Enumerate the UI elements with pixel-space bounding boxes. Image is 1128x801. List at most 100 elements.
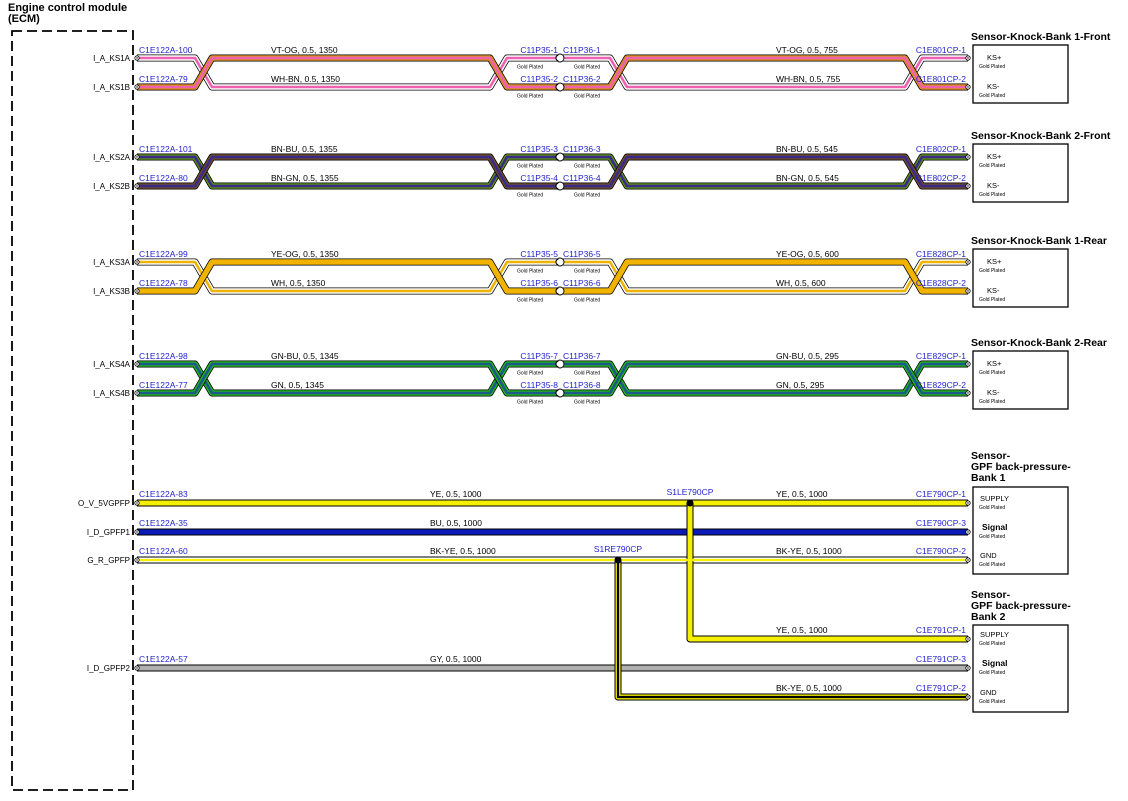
gpf-sensor-2-box	[972, 624, 1069, 713]
ecm-pin-label: G_R_GPFP	[87, 556, 130, 565]
wire-label-left: YE, 0.5, 1000	[430, 489, 482, 499]
gpf-ground-branch-stripe	[616, 560, 968, 699]
sensor-connector-label: C1E790CP-1	[916, 489, 966, 499]
sensor-pin-terminal-dot	[967, 667, 969, 669]
sensor-pin-terminal-dot	[967, 696, 969, 698]
sensor-connector-label: C1E828CP-2	[916, 278, 966, 288]
sensor-connector-label: C1E791CP-2	[916, 683, 966, 693]
gold-plated-label: Gold Plated	[517, 164, 543, 170]
sensor-connector-label: C1E828CP-1	[916, 249, 966, 259]
sensor-connector-label: C1E790CP-2	[916, 546, 966, 556]
inline-connector-mark	[555, 84, 559, 90]
inline-connector-mark	[555, 154, 559, 160]
knock-sensor-title: Sensor-Knock-Bank 1-Rear	[971, 235, 1107, 247]
ecm-box	[11, 30, 134, 791]
sensor-pin-label: SUPPLY	[980, 494, 1009, 503]
ecm-connector-label: C1E122A-99	[139, 249, 188, 259]
ecm-pin-label: I_A_KS1B	[93, 83, 130, 92]
sensor-connector-label: C1E801CP-1	[916, 45, 966, 55]
gold-plated-label: Gold Plated	[517, 371, 543, 377]
inline-connector-left: C11P35-2	[520, 74, 558, 84]
wire-label-right: WH-BN, 0.5, 755	[776, 74, 841, 84]
ecm-connector-label: C1E122A-77	[139, 380, 188, 390]
gold-plated-label: Gold Plated	[979, 505, 1005, 511]
wire-label-branch: BK-YE, 0.5, 1000	[776, 683, 842, 693]
sensor-pin-terminal-dot	[967, 559, 969, 561]
wire-label-left: GN, 0.5, 1345	[271, 380, 324, 390]
ecm-pin-label: I_A_KS4B	[93, 389, 130, 398]
ecm-connector-label: C1E122A-83	[139, 489, 188, 499]
sensor-pin-terminal-dot	[967, 531, 969, 533]
inline-connector-right: C11P36-3	[563, 144, 601, 154]
knock-sensor-box	[972, 44, 1069, 104]
gold-plated-label: Gold Plated	[979, 699, 1005, 705]
inline-connector-mark	[555, 288, 559, 294]
wire-label-right: YE, 0.5, 1000	[776, 489, 828, 499]
sensor-pin-label: KS+	[987, 359, 1002, 368]
sensor-pin-label: Signal	[982, 658, 1008, 668]
wire-label-right: GN-BU, 0.5, 295	[776, 351, 839, 361]
sensor-pin-label: KS-	[987, 388, 1000, 397]
inline-connector-left: C11P35-8	[520, 380, 558, 390]
gold-plated-label: Gold Plated	[979, 268, 1005, 274]
sensor-pin-label: KS-	[987, 181, 1000, 190]
gold-plated-label: Gold Plated	[979, 297, 1005, 303]
sensor-connector-label: C1E791CP-3	[916, 654, 966, 664]
gold-plated-label: Gold Plated	[979, 670, 1005, 676]
ecm-pin-terminal-dot	[136, 667, 138, 669]
sensor-pin-label: KS+	[987, 257, 1002, 266]
wire-label-left: BN-BU, 0.5, 1355	[271, 144, 338, 154]
gold-plated-label: Gold Plated	[574, 65, 600, 71]
sensor-pin-label: GND	[980, 551, 997, 560]
ecm-pin-label: I_A_KS2A	[93, 153, 131, 162]
ecm-connector-label: C1E122A-78	[139, 278, 188, 288]
sensor-pin-terminal-dot	[967, 392, 969, 394]
sensor-connector-label: C1E829CP-1	[916, 351, 966, 361]
gpf-sensor-1-box	[972, 486, 1069, 575]
sensor-connector-label: C1E791CP-1	[916, 625, 966, 635]
ecm-pin-terminal-dot	[136, 290, 138, 292]
wire-label-left: YE-OG, 0.5, 1350	[271, 249, 339, 259]
ecm-pin-terminal-dot	[136, 502, 138, 504]
gold-plated-label: Gold Plated	[979, 64, 1005, 70]
wire-label-right: VT-OG, 0.5, 755	[776, 45, 838, 55]
sensor-pin-terminal-dot	[967, 502, 969, 504]
ecm-connector-label: C1E122A-60	[139, 546, 188, 556]
wire-label-right: GN, 0.5, 295	[776, 380, 824, 390]
wire-label-left: GN-BU, 0.5, 1345	[271, 351, 339, 361]
inline-connector-right: C11P36-1	[563, 45, 601, 55]
splice-label: S1RE790CP	[594, 544, 643, 554]
gold-plated-label: Gold Plated	[517, 94, 543, 100]
inline-connector-left: C11P35-6	[520, 278, 558, 288]
ecm-pin-label: I_A_KS4A	[93, 360, 131, 369]
wire-label-right: WH, 0.5, 600	[776, 278, 826, 288]
gold-plated-label: Gold Plated	[517, 65, 543, 71]
inline-connector-right: C11P36-2	[563, 74, 601, 84]
ecm-pin-terminal-dot	[136, 185, 138, 187]
ecm-pin-terminal-dot	[136, 559, 138, 561]
ecm-pin-terminal-dot	[136, 392, 138, 394]
inline-connector-mark	[555, 259, 559, 265]
inline-connector-left: C11P35-3	[520, 144, 558, 154]
ecm-pin-label: O_V_5VGPFP	[78, 499, 130, 508]
sensor-connector-label: C1E802CP-1	[916, 144, 966, 154]
wire-label-right: BK-YE, 0.5, 1000	[776, 546, 842, 556]
ecm-pin-label: I_A_KS3A	[93, 258, 131, 267]
wire-label-right: BN-GN, 0.5, 545	[776, 173, 839, 183]
ecm-connector-label: C1E122A-101	[139, 144, 193, 154]
gpf-sensor-2-title: Bank 2	[971, 611, 1006, 623]
ecm-pin-terminal-dot	[136, 531, 138, 533]
inline-connector-right: C11P36-7	[563, 351, 601, 361]
sensor-pin-label: KS-	[987, 82, 1000, 91]
gold-plated-label: Gold Plated	[979, 192, 1005, 198]
ecm-pin-terminal-dot	[136, 86, 138, 88]
wire-label-branch: YE, 0.5, 1000	[776, 625, 828, 635]
inline-connector-left: C11P35-4	[520, 173, 558, 183]
gold-plated-label: Gold Plated	[979, 534, 1005, 540]
gpf-sensor-2-title: Sensor-	[971, 589, 1011, 601]
knock-sensor-box	[972, 143, 1069, 203]
inline-connector-right: C11P36-8	[563, 380, 601, 390]
gpf-sensor-1-title: GPF back-pressure-	[971, 461, 1071, 473]
ecm-pin-label: I_A_KS2B	[93, 182, 130, 191]
